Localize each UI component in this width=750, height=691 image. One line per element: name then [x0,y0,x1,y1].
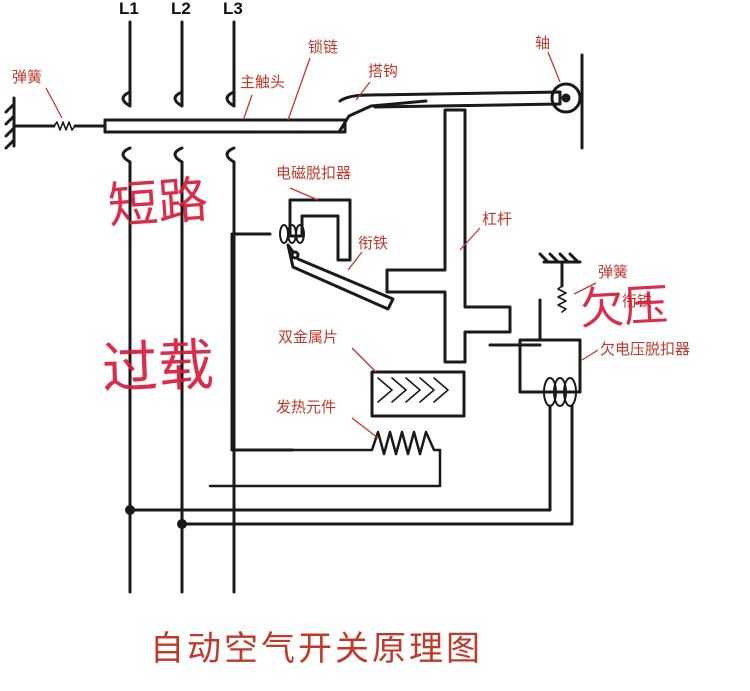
label-spring-left: 弹簧 [12,68,43,86]
label-shaft: 轴 [535,34,551,52]
label-hook: 搭钩 [368,62,399,80]
handwriting-short-circuit: 短路 [106,170,210,236]
spring-left-coil [53,121,76,131]
spring-right-coil [557,285,567,313]
uv-release-wire-b [180,404,574,526]
label-spring-right: 弹簧 [598,263,629,281]
label-lock-chain: 锁链 [308,38,339,56]
phase-label-l2: L2 [171,0,191,18]
label-undervoltage-release: 欠电压脱扣器 [600,340,691,358]
main-contact-l2-upper [173,90,184,108]
em-armature [286,243,395,311]
main-contact-l1-upper [121,90,132,108]
main-contact-l3-lower [225,146,236,164]
label-armature-top: 衔铁 [358,234,389,252]
em-release-core [288,198,352,262]
uv-release-core [518,338,582,394]
shaft-circle [550,82,582,114]
junction-l1 [125,505,135,515]
uv-release-wire-a [128,404,552,512]
lock-chain-hook [337,99,428,134]
label-main-contact: 主触头 [240,73,286,91]
label-electromagnetic-release: 电磁脱扣器 [276,164,352,182]
phase-label-l3: L3 [223,0,243,18]
label-lever: 杠杆 [482,210,513,228]
main-contact-l2-lower [173,146,184,164]
main-contact-l1-lower [121,146,132,164]
label-armature-right: 衔铁 [622,292,653,310]
phase-label-l1: L1 [119,0,139,18]
bimetal-strip [370,370,466,418]
heating-element [208,430,442,488]
hook-arm [338,90,562,109]
handwriting-overload: 过载 [100,333,216,402]
diagram-title: 自动空气开关原理图 [150,629,483,669]
em-release-coil [279,224,305,244]
label-bimetal: 双金属片 [278,328,339,346]
label-heating-element: 发热元件 [276,398,337,416]
junction-l2 [177,519,187,529]
handwriting-undervoltage: 欠压 [578,279,670,336]
main-contact-l3-upper [225,90,236,108]
lever-body [385,108,512,364]
em-release-wire [230,232,294,452]
